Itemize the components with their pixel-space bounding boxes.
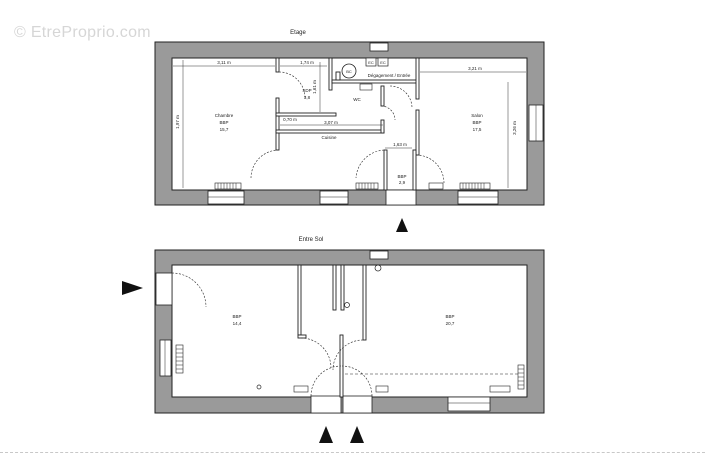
upper-window-1	[207, 190, 245, 205]
lower-entry-arrow-1	[319, 426, 333, 443]
wc-fixture	[359, 83, 373, 91]
watermark: © EtreProprio.com	[14, 24, 151, 41]
lower-left-entry-arrow	[122, 281, 143, 295]
lower-fixture-2	[256, 384, 262, 390]
dim-chambre-width: 3,11 m	[217, 60, 231, 65]
lower-entry-arrow-2	[350, 426, 364, 443]
upper-outer-wall	[154, 41, 545, 206]
upper-dimension-lines	[173, 60, 526, 188]
lower-fixture-1	[374, 264, 382, 272]
lower-top-vent	[369, 250, 389, 260]
dim-sdb-height: 1,61 m	[312, 80, 317, 94]
room-entree-name: BBP	[397, 174, 406, 179]
room-lower-right-area: 20,7	[446, 321, 455, 326]
upper-entry-door	[385, 189, 417, 206]
room-chambre-name: Chambre	[215, 113, 234, 118]
lower-bottom-door-1	[310, 395, 342, 414]
room-entree-area: 2,9	[399, 180, 406, 185]
upper-window-2	[319, 190, 349, 205]
room-degagement-name: Dégagement / Entrée	[368, 73, 411, 78]
lower-interior-walls	[297, 264, 367, 398]
ec-box-1	[365, 57, 377, 67]
room-lower-left-code: BBP	[232, 314, 241, 319]
room-wc-name: WC	[353, 97, 361, 102]
lower-floor	[154, 249, 545, 414]
lower-bottom-window	[447, 396, 491, 412]
lower-door-swings	[171, 272, 373, 397]
room-lower-left-area: 14,4	[233, 321, 242, 326]
ec-label-1: EC	[368, 60, 374, 65]
upper-entry-arrow	[396, 218, 408, 232]
room-chambre-area: 15,7	[220, 127, 229, 132]
room-lower-right-code: BBP	[445, 314, 454, 319]
dim-small-width: 0,70 m	[283, 117, 297, 122]
ec-box-2	[377, 57, 389, 67]
lower-outer-wall	[154, 249, 545, 414]
upper-dimension-texts: 3,11 m 1,74 m 3,21 m 1,97 m 3,07 m 0,70 …	[175, 60, 517, 147]
lower-floor-title: Entre Sol	[299, 237, 324, 243]
room-sdb-name: SDP	[302, 88, 311, 93]
room-cuisine-name: Cuisine	[321, 135, 337, 140]
upper-floor: BC EC EC	[154, 41, 545, 206]
room-chambre-code: BBP	[219, 120, 228, 125]
room-salon-name: Salon	[471, 113, 483, 118]
upper-top-vent	[369, 42, 389, 52]
upper-radiators	[214, 182, 491, 190]
ec-label-2: EC	[380, 60, 386, 65]
dim-salon-height: 3,26 m	[512, 121, 517, 135]
lower-room-labels: BBP 14,4 BBP 20,7	[232, 314, 454, 326]
room-salon-area: 17,5	[473, 127, 482, 132]
room-sdb-area: 3,8	[304, 95, 311, 100]
lower-bottom-door-2	[342, 395, 373, 414]
dim-cuisine-width: 3,07 m	[324, 120, 338, 125]
room-salon-code: BBP	[472, 120, 481, 125]
dim-sdb-width: 1,74 m	[300, 60, 314, 65]
upper-door-swings	[250, 71, 445, 184]
upper-room-labels: Chambre BBP 15,7 SDP 3,8 Cuisine Salon B…	[215, 73, 484, 185]
lower-left-door	[155, 272, 173, 306]
lower-left-window	[159, 339, 172, 377]
dim-salon-width: 3,21 m	[468, 66, 482, 71]
boiler-label: BC	[346, 69, 352, 74]
upper-window-3	[457, 190, 499, 205]
lower-radiator-fins	[176, 348, 524, 386]
dim-chambre-height: 1,97 m	[175, 115, 180, 129]
dim-entree-width: 1,63 m	[393, 142, 407, 147]
boiler-fixture	[341, 63, 357, 79]
lower-fixture-3	[344, 302, 350, 308]
upper-radiator-fins	[217, 183, 485, 189]
bottom-divider	[0, 452, 705, 453]
lower-radiators	[175, 344, 525, 393]
upper-floor-title: Etage	[290, 30, 306, 36]
